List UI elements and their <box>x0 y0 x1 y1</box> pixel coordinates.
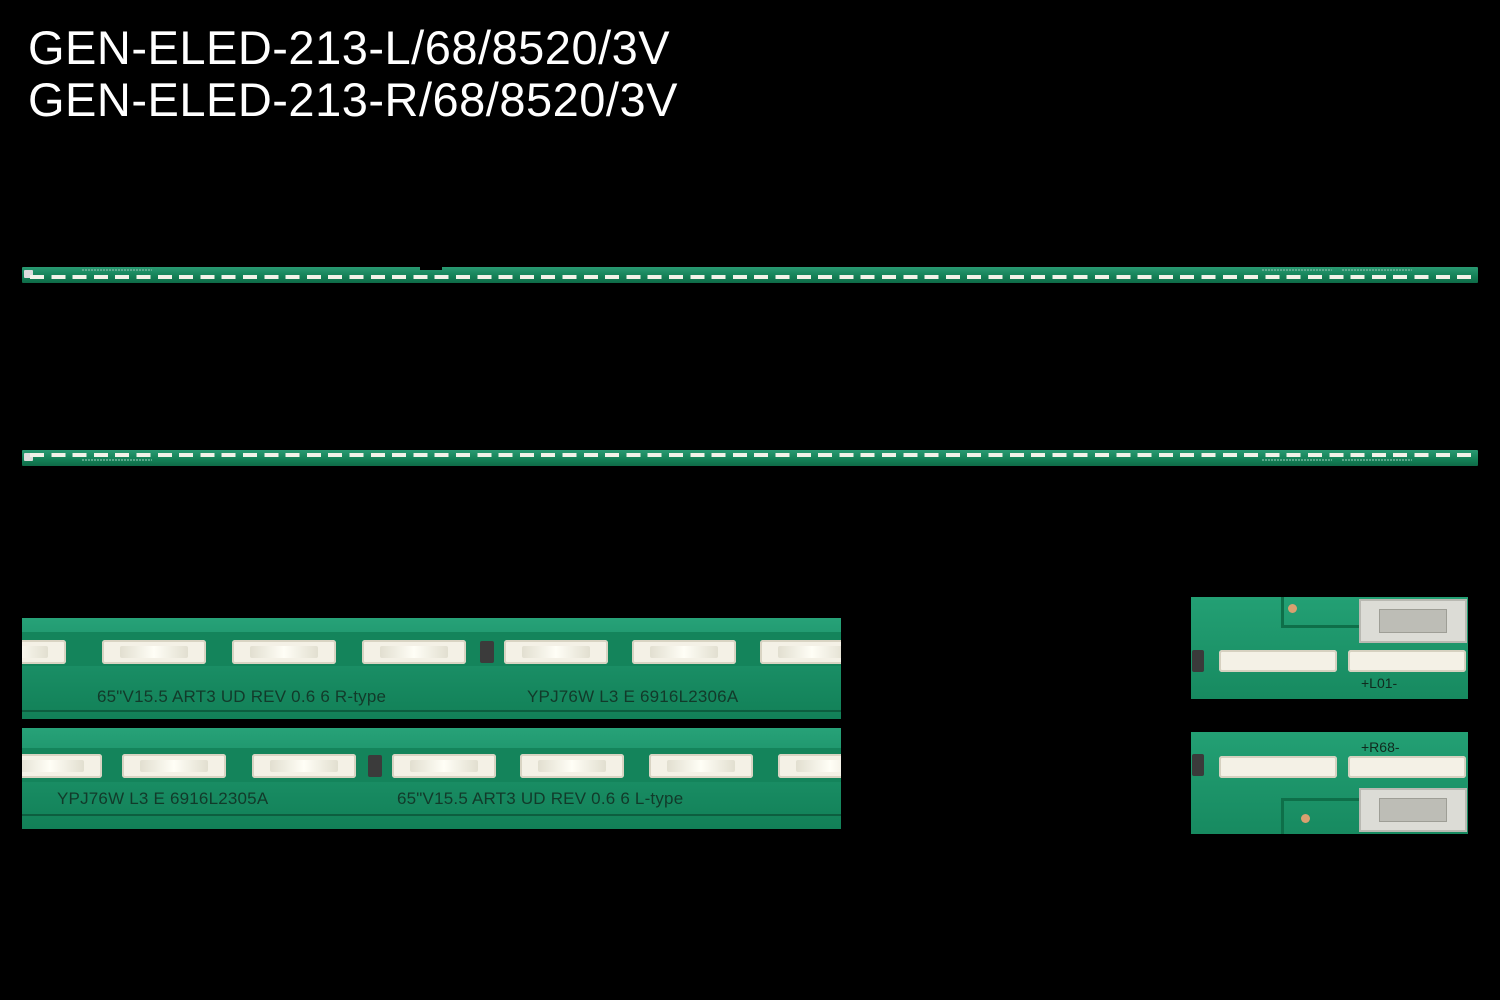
strip-edge-line <box>22 814 841 816</box>
led-package <box>778 754 841 778</box>
led-package <box>1348 756 1466 778</box>
led-package <box>22 640 66 664</box>
strip-fine-print <box>1262 459 1332 461</box>
pcb-trace <box>1281 625 1361 628</box>
led-row <box>30 453 1472 457</box>
led-package <box>362 640 466 664</box>
wire-connector <box>1359 599 1467 643</box>
model-title-right: GEN-ELED-213-R/68/8520/3V <box>28 73 678 126</box>
led-package <box>760 640 841 664</box>
strip-fine-print <box>82 459 152 461</box>
led-package <box>232 640 336 664</box>
led-package <box>632 640 736 664</box>
led-package <box>392 754 496 778</box>
pcb-trace <box>1281 798 1284 834</box>
driver-chip <box>480 641 494 663</box>
strip-connector <box>24 453 33 461</box>
connector-label: +R68- <box>1361 739 1400 755</box>
strip-connector <box>24 270 33 278</box>
solder-pad <box>1288 604 1297 613</box>
driver-chip <box>1192 650 1204 672</box>
strip-notch <box>420 267 442 270</box>
connector-closeup-left: +L01- <box>1191 597 1468 699</box>
strip-fine-print <box>1342 459 1412 461</box>
solder-pad <box>1301 814 1310 823</box>
led-package <box>649 754 753 778</box>
led-package <box>1219 650 1337 672</box>
strip-part-number: YPJ76W L3 E 6916L2306A <box>527 687 739 706</box>
wire-connector <box>1359 788 1467 832</box>
led-strip-left-full <box>22 267 1478 283</box>
strip-fine-print <box>82 269 152 271</box>
pcb-trace <box>1281 798 1361 801</box>
led-row <box>30 275 1472 279</box>
led-package <box>1219 756 1337 778</box>
led-package <box>520 754 624 778</box>
model-title-left: GEN-ELED-213-L/68/8520/3V <box>28 21 671 74</box>
strip-print-text: 65"V15.5 ART3 UD REV 0.6 6 L-type <box>397 789 684 808</box>
connector-closeup-right: +R68- <box>1191 732 1468 834</box>
strip-closeup-r-type: 65"V15.5 ART3 UD REV 0.6 6 R-type YPJ76W… <box>22 618 841 719</box>
strip-closeup-l-type: YPJ76W L3 E 6916L2305A 65"V15.5 ART3 UD … <box>22 728 841 829</box>
strip-print-text: 65"V15.5 ART3 UD REV 0.6 6 R-type <box>97 687 387 706</box>
led-package <box>252 754 356 778</box>
led-package <box>122 754 226 778</box>
led-package <box>22 754 102 778</box>
pcb-trace <box>1281 597 1284 627</box>
connector-label: +L01- <box>1361 675 1398 691</box>
strip-fine-print <box>1342 269 1412 271</box>
led-package <box>1348 650 1466 672</box>
strip-edge-line <box>22 710 841 712</box>
strip-part-number: YPJ76W L3 E 6916L2305A <box>57 789 269 808</box>
led-package <box>504 640 608 664</box>
led-package <box>102 640 206 664</box>
strip-fine-print <box>1262 269 1332 271</box>
driver-chip <box>1192 754 1204 776</box>
driver-chip <box>368 755 382 777</box>
led-strip-right-full <box>22 450 1478 466</box>
